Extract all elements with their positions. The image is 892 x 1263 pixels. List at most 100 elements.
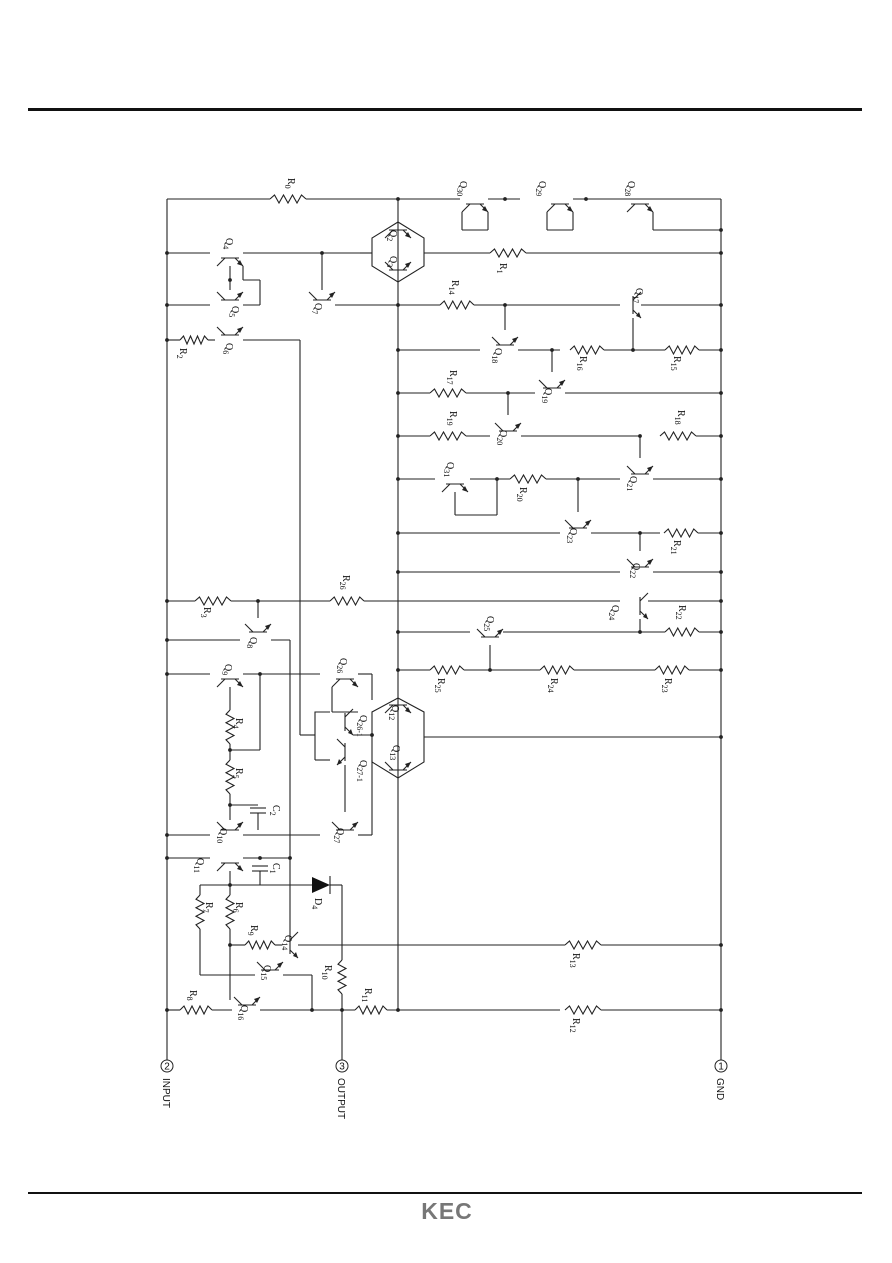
junction-dot: [396, 434, 400, 438]
transistor-arrow: [636, 312, 641, 318]
component-label: Q10: [215, 828, 228, 843]
resistor-r20: [509, 473, 547, 485]
transistor-arrow: [567, 206, 573, 212]
transistor-label: Q14: [280, 935, 293, 950]
resistor-r25: [429, 664, 465, 676]
resistor-r21: [663, 527, 699, 539]
transistor-label: Q3: [385, 256, 398, 267]
resistor-r9: [244, 939, 276, 951]
pin-gnd-circle: [714, 1059, 728, 1073]
junction-dot: [719, 630, 723, 634]
transistor-label: Q2: [385, 230, 398, 241]
transistor-label: Q19: [540, 388, 553, 403]
component-label: Q24: [607, 605, 620, 620]
transistor-leg: [384, 704, 394, 714]
component-label: Q17: [631, 288, 644, 303]
component-label: R19: [445, 411, 458, 426]
component-label: R10: [320, 965, 333, 980]
component-label: Q23: [565, 528, 578, 543]
junction-dot: [719, 570, 723, 574]
resistor-label: R21: [669, 540, 682, 555]
resistor-label: R16: [575, 356, 588, 371]
component-label: R6: [231, 902, 244, 913]
resistor-label: R6: [231, 902, 244, 913]
transistor-leg: [216, 862, 226, 872]
resistor-r0: [269, 193, 307, 205]
transistor-arrow: [293, 952, 298, 958]
component-label: Q21: [625, 476, 638, 491]
component-label: R12: [568, 1018, 581, 1033]
transistor-leg: [256, 961, 266, 971]
junction-dot: [396, 348, 400, 352]
resistor-label: R7: [201, 902, 214, 913]
component-label: Q5: [227, 306, 240, 317]
component-label: R16: [575, 356, 588, 371]
transistor-label: Q26-1: [355, 715, 368, 737]
transistor-label: Q24: [607, 605, 620, 620]
header-rule: [28, 108, 862, 111]
resistor-r24: [539, 664, 575, 676]
component-label: R21: [669, 540, 682, 555]
transistor-leg: [441, 483, 451, 493]
transistor-leg: [331, 678, 341, 688]
component-label: D4: [310, 898, 323, 909]
transistor-arrow: [337, 759, 342, 765]
transistor-leg: [233, 996, 243, 1006]
diode-d4: [312, 877, 330, 893]
component-label: R4: [231, 718, 244, 729]
junction-dot: [165, 833, 169, 837]
component-label: Q25: [482, 616, 495, 631]
component-label: R8: [185, 990, 198, 1001]
component-label: Q6: [221, 343, 234, 354]
junction-dot: [719, 228, 723, 232]
transistor-leg: [336, 738, 346, 748]
resistor-r5: [224, 759, 236, 795]
resistor-label: R26: [338, 575, 351, 590]
resistor-r22: [664, 626, 700, 638]
pin-gnd-label-group: GND: [714, 1078, 725, 1100]
junction-dot: [719, 599, 723, 603]
transistor-leg: [491, 336, 501, 346]
transistor-label: Q17: [631, 288, 644, 303]
pin-gnd-number: 1: [718, 1062, 724, 1073]
resistor-label: R19: [445, 411, 458, 426]
junction-dot: [165, 303, 169, 307]
junction-dot: [584, 197, 588, 201]
component-label: R5: [231, 768, 244, 779]
resistor-r10: [336, 959, 348, 995]
transistor-arrow: [497, 629, 503, 635]
component-label: Q3: [385, 256, 398, 267]
transistor-arrow: [254, 997, 260, 1003]
component-label: Q9: [220, 664, 233, 675]
component-label: Q8: [245, 637, 258, 648]
transistor-arrow: [237, 327, 243, 333]
junction-dot: [396, 630, 400, 634]
resistor-r17: [429, 387, 467, 399]
resistor-r7: [194, 894, 206, 930]
wire: [314, 711, 330, 735]
junction-dot: [503, 197, 507, 201]
pin-input-label: INPUT: [160, 1078, 171, 1108]
component-label: Q31: [442, 462, 455, 477]
junction-dot: [719, 668, 723, 672]
schematic-labels: 2INPUT3OUTPUT1GNDR0R1R2R3R4R5R6R7R8R9R10…: [160, 178, 728, 1119]
transistor-label: Q21: [625, 476, 638, 491]
transistor-leg: [384, 261, 394, 271]
transistor-label: Q27-1: [355, 760, 368, 782]
schematic-components: [179, 193, 700, 1016]
component-label: R23: [660, 678, 673, 693]
resistor-label: R8: [185, 990, 198, 1001]
component-label: R18: [673, 410, 686, 425]
junction-dot: [503, 303, 507, 307]
component-label: Q19: [540, 388, 553, 403]
resistor-label: R1: [495, 263, 508, 274]
transistor-leg: [344, 708, 354, 718]
resistor-label: R17: [445, 370, 458, 385]
transistor-arrow: [512, 337, 518, 343]
transistor-arrow: [585, 520, 591, 526]
transistor-arrow: [647, 559, 653, 565]
resistor-label: R20: [515, 487, 528, 502]
resistor-r23: [654, 664, 690, 676]
